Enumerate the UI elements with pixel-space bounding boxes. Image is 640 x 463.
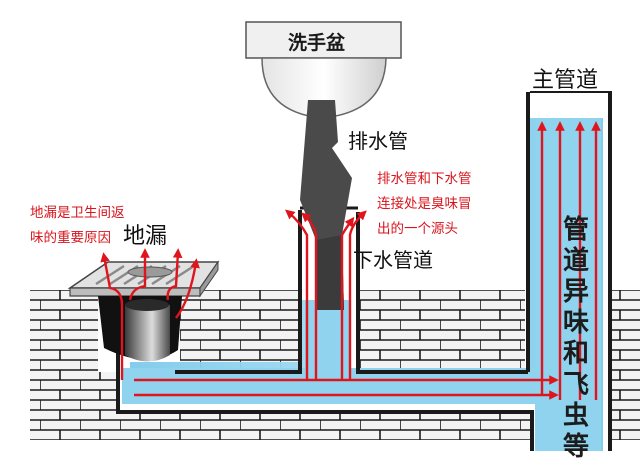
water-in-pipes — [122, 118, 603, 451]
floor-drain-note-line: 味的重要原因 — [30, 230, 111, 246]
sink — [245, 21, 402, 119]
main-pipe-label: 主管道 — [532, 68, 599, 93]
vertical-char: 飞 — [562, 370, 589, 400]
floor-drain-note-line: 地漏是卫生间返 — [30, 205, 125, 221]
pipe-system — [98, 90, 612, 451]
sewer-pipe-label: 下水管道 — [353, 248, 433, 272]
vertical-char: 味 — [562, 308, 589, 338]
diagram: 洗手盆 排水管 主管道 地漏 下水管道 地漏是卫生间返 味的重要原因 排水管和下… — [30, 21, 640, 462]
odor-arrows — [100, 121, 601, 400]
drain-pipe-label: 排水管 — [348, 129, 408, 153]
vertical-char: 等 — [562, 432, 589, 462]
vertical-char: 异 — [562, 277, 589, 307]
sink-label: 洗手盆 — [288, 32, 346, 54]
vertical-char: 虫 — [562, 401, 589, 431]
joint-note-line: 连接处是臭味冒 — [377, 196, 472, 212]
vertical-char: 和 — [562, 339, 589, 369]
floor-drain-label: 地漏 — [123, 224, 168, 249]
joint-note-line: 排水管和下水管 — [377, 171, 472, 187]
diagram-artwork — [30, 21, 640, 451]
vertical-char: 道 — [562, 246, 589, 276]
vertical-char: 管 — [562, 215, 589, 245]
pipe-odor-vertical-label: 管 道 异 味 和 飞 虫 等 — [560, 215, 592, 463]
joint-note-line: 出的一个源头 — [377, 221, 458, 237]
